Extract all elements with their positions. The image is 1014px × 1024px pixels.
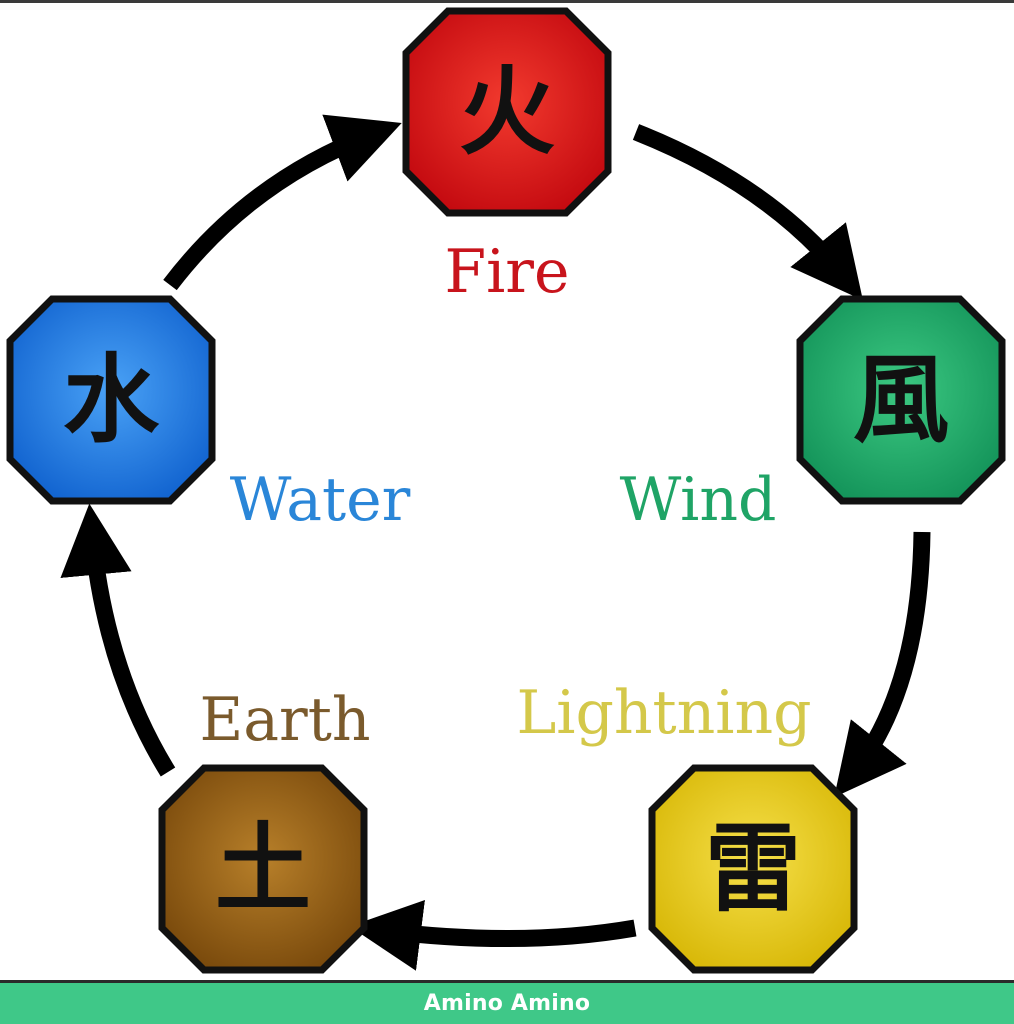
wind-octagon [796, 295, 1006, 505]
arrow-earth-to-water [60, 503, 176, 777]
fire-kanji: 火 [459, 56, 555, 168]
element-cycle-diagram: 火 Fire 風 Wind 雷 Lightning 土 Earth 水 Wate… [6, 7, 1006, 974]
water-octagon [6, 295, 216, 505]
top-divider [0, 0, 1014, 3]
element-fire: 火 Fire [402, 7, 612, 307]
earth-kanji: 土 [215, 813, 311, 925]
element-wind: 風 Wind [620, 295, 1006, 535]
arrow-fire-to-wind [632, 124, 863, 301]
fire-octagon [402, 7, 612, 217]
element-water: 水 Water [6, 295, 411, 535]
earth-label: Earth [199, 685, 370, 755]
wind-label: Wind [620, 465, 777, 535]
arrow-water-to-fire [163, 114, 402, 291]
arrow-lightning-to-earth [349, 899, 637, 971]
cycle-arrows [60, 114, 931, 971]
lightning-octagon [648, 764, 858, 974]
fire-label: Fire [444, 237, 569, 307]
arrow-wind-to-lightning [834, 531, 931, 798]
water-label: Water [230, 465, 411, 535]
amino-watermark-text: Amino Amino [423, 991, 591, 1016]
earth-octagon [158, 764, 368, 974]
amino-footer-bar: Amino Amino [0, 980, 1014, 1024]
lightning-label: Lightning [516, 678, 811, 748]
water-kanji: 水 [63, 344, 160, 456]
element-lightning: 雷 Lightning [516, 678, 858, 974]
wind-kanji: 風 [853, 344, 949, 456]
element-earth: 土 Earth [158, 685, 371, 974]
lightning-kanji: 雷 [705, 813, 801, 925]
